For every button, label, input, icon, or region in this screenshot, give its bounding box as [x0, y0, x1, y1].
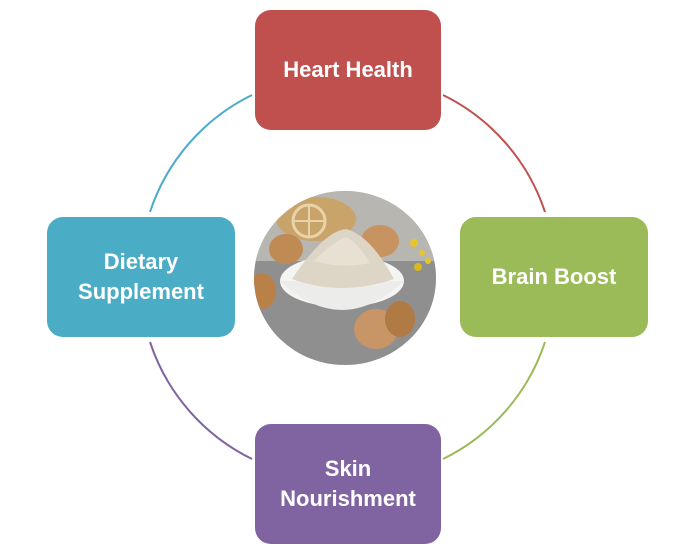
walnut-powder-photo [254, 191, 436, 365]
node-skin-nourishment: Skin Nourishment [255, 424, 441, 544]
arc-top-right [442, 94, 546, 213]
arc-right-bottom [442, 341, 546, 460]
node-dietary-supplement-label-line2: Supplement [78, 279, 204, 304]
node-dietary-supplement-label-line1: Dietary [103, 249, 179, 274]
node-skin-nourishment-label-line2: Nourishment [280, 486, 416, 511]
node-skin-nourishment-label-line1: Skin [324, 456, 372, 481]
node-heart-health: Heart Health [255, 10, 441, 130]
node-heart-health-label: Heart Health [283, 57, 413, 82]
arc-left-top [149, 94, 253, 213]
node-brain-boost: Brain Boost [460, 217, 648, 337]
arc-bottom-left [149, 341, 253, 460]
node-dietary-supplement: Dietary Supplement [47, 217, 235, 337]
node-brain-boost-label: Brain Boost [491, 264, 617, 289]
